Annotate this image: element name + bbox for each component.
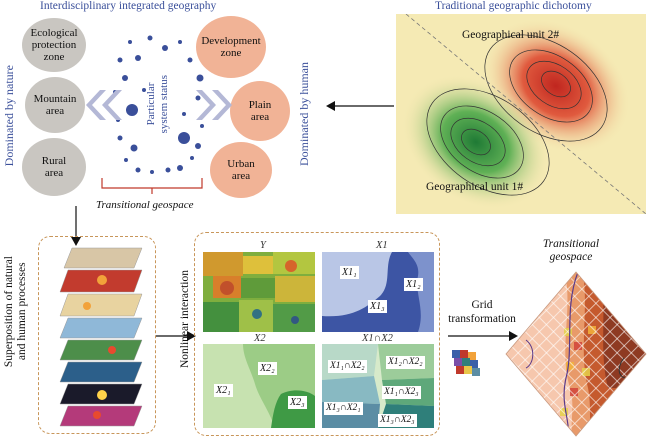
- x2-1-label: X2₁: [214, 384, 233, 397]
- mountain-area-circle: Mountain area: [25, 77, 85, 133]
- rural-area-label: Rural area: [41, 155, 67, 179]
- transitional-geospace-caption: Transitional geospace: [96, 199, 194, 211]
- dichotomy-panel: Geographical unit 2# Geographical unit 1…: [396, 14, 646, 214]
- transformation-label: transformation: [448, 313, 516, 325]
- chevron-right-icon: [196, 90, 232, 120]
- panel-y-title: Y: [260, 240, 266, 251]
- unit1-label: Geographical unit 1#: [426, 181, 523, 193]
- transitional-geospace-title: Transitional geospace: [536, 238, 606, 264]
- panel-x2-title: X2: [254, 333, 266, 344]
- panel-y-map: [203, 252, 315, 332]
- nonlinear-interaction-label: Nonlinear interaction: [179, 270, 191, 369]
- grid-label: Grid: [471, 299, 493, 311]
- x2-2-label: X2₂: [258, 362, 277, 375]
- development-zone-circle: Development zone: [196, 16, 266, 78]
- ecological-zone-label: Ecological protection zone: [30, 27, 78, 63]
- urban-area-circle: Urban area: [210, 142, 272, 198]
- x1-2-label: X1₂: [404, 278, 423, 291]
- arrow-right-icon: [156, 331, 196, 341]
- arrow-left-icon: [326, 101, 394, 111]
- superposition-box: [38, 236, 156, 434]
- ecological-zone-circle: Ecological protection zone: [22, 18, 86, 72]
- integrated-geography-title: Interdisciplinary integrated geography: [40, 0, 217, 12]
- x2-3-label: X2₃: [288, 396, 307, 409]
- arrow-down-icon: [71, 206, 81, 246]
- x1-1-x2-3-label: X1₁∩X2₃: [382, 386, 421, 399]
- x1-3-label: X1₃: [368, 300, 387, 313]
- dominated-by-nature-label: Dominated by nature: [2, 65, 16, 167]
- superposition-line1: Superposition of natural: [3, 256, 15, 368]
- rural-area-circle: Rural area: [22, 138, 86, 196]
- superposition-line2: and human processes: [16, 262, 28, 361]
- transitional-label: Transitional: [542, 238, 600, 250]
- panel-x1-title: X1: [376, 240, 388, 251]
- transitional-grid-diamond: [505, 271, 647, 437]
- grid-transformation-label: Grid transformation: [446, 298, 518, 326]
- x1-2-x2-2-label: X1₂∩X2₂: [386, 356, 425, 369]
- panel-x1x2-title: X1∩X2: [362, 333, 393, 344]
- urban-area-label: Urban area: [227, 158, 255, 182]
- x1-1-label: X1₁: [340, 266, 359, 279]
- x1-3-x2-3-label: X1₃∩X2₃: [378, 414, 417, 427]
- x1-3-x2-1-label: X1₃∩X2₁: [324, 402, 363, 415]
- chevron-left-icon: [86, 90, 122, 120]
- development-zone-label: Development zone: [201, 35, 261, 59]
- system-status-dots: [101, 35, 204, 194]
- geographic-dichotomy-title: Traditional geographic dichotomy: [435, 0, 592, 12]
- superposition-label: Superposition of natural and human proce…: [3, 256, 29, 367]
- plain-area-label: Plain area: [248, 99, 272, 123]
- system-status-label: system status: [158, 75, 170, 134]
- layer-stack: [59, 247, 143, 427]
- plain-area-circle: Plain area: [230, 81, 290, 141]
- dominated-by-human-label: Dominated by human: [297, 62, 311, 166]
- geospace-label: geospace: [549, 251, 593, 263]
- x1-1-x2-2-label: X1₁∩X2₂: [328, 360, 367, 373]
- nonlinear-box: [194, 232, 440, 436]
- panel-x1-map: [322, 252, 434, 332]
- particular-system-status-label: Particular system status: [145, 75, 171, 133]
- mountain-area-label: Mountain area: [33, 93, 77, 117]
- unit2-label: Geographical unit 2#: [462, 29, 559, 41]
- particular-label: Particular: [145, 82, 157, 126]
- grid-arrow-and-cube: [448, 331, 518, 376]
